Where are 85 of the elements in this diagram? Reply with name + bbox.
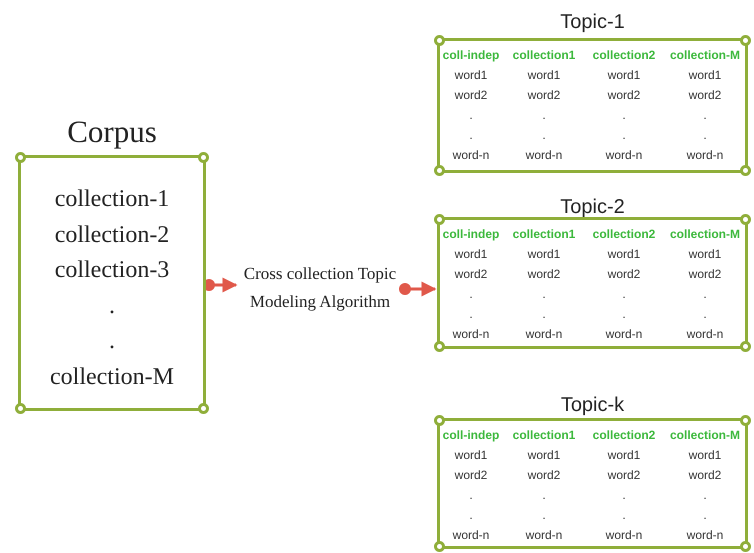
word-cell-text: word1 — [606, 447, 642, 464]
collection-label: collection-3 — [54, 256, 170, 285]
word-cell-text: word1 — [688, 246, 722, 263]
word-cell-text: . — [468, 487, 474, 504]
word-cell-text: . — [702, 286, 708, 303]
word-cell-text: . — [702, 306, 708, 323]
word-cell-text: word1 — [526, 246, 562, 263]
word-cell-text: word1 — [454, 246, 488, 263]
collection-label: collection-2 — [54, 220, 170, 250]
word-cell-text: word-n — [524, 147, 564, 164]
collection-label: . — [108, 292, 116, 320]
word-cell-text: word-n — [452, 147, 490, 164]
word-cell-text: . — [541, 507, 547, 524]
column-header: collection1 — [512, 47, 576, 64]
collection-label: collection-1 — [54, 185, 170, 214]
word-cell-text: word1 — [526, 447, 562, 464]
column-header: collection-M — [668, 47, 741, 64]
word-cell-text: word2 — [606, 467, 642, 484]
word-cell-text: word1 — [526, 67, 562, 84]
word-cell-text: word1 — [688, 447, 722, 464]
word-cell-text: word-n — [604, 147, 644, 164]
word-cell-text: . — [702, 127, 708, 144]
box-title: Topic-1 — [559, 10, 626, 35]
word-cell-text: word-n — [686, 326, 724, 343]
word-cell-text: word2 — [606, 87, 642, 104]
word-cell-text: word-n — [524, 326, 564, 343]
word-cell-text: word2 — [526, 266, 562, 283]
word-cell-text: . — [621, 306, 627, 323]
word-cell-text: word2 — [526, 87, 562, 104]
column-header: coll-indep — [442, 427, 500, 444]
column-header: collection1 — [512, 226, 576, 243]
word-cell-text: word1 — [606, 67, 642, 84]
word-cell-text: word1 — [454, 67, 488, 84]
word-cell-text: . — [702, 507, 708, 524]
word-cell-text: . — [621, 507, 627, 524]
word-cell-text: . — [541, 107, 547, 124]
word-cell-text: . — [621, 127, 627, 144]
word-cell-text: . — [621, 487, 627, 504]
box-title: Topic-2 — [559, 195, 626, 220]
word-cell-text: word-n — [524, 527, 564, 544]
column-header: collection-M — [668, 427, 741, 444]
word-cell-text: . — [541, 286, 547, 303]
word-cell-text: . — [541, 127, 547, 144]
word-cell-text: . — [468, 306, 474, 323]
column-header: coll-indep — [442, 47, 500, 64]
word-cell-text: word-n — [452, 326, 490, 343]
word-cell-text: word2 — [454, 87, 488, 104]
box-title: Corpus — [66, 113, 158, 151]
arrow — [203, 278, 238, 292]
collection-label: collection-M — [49, 362, 175, 392]
word-cell-text: word2 — [454, 467, 488, 484]
word-cell-text: . — [468, 507, 474, 524]
arrow — [399, 282, 436, 296]
word-cell-text: word-n — [452, 527, 490, 544]
word-cell-text: word1 — [688, 67, 722, 84]
word-cell-text: word2 — [688, 266, 722, 283]
word-cell-text: . — [702, 107, 708, 124]
column-header: collection2 — [592, 47, 656, 64]
word-cell-text: word2 — [688, 87, 722, 104]
word-cell-text: . — [702, 487, 708, 504]
word-cell-text: word-n — [686, 527, 724, 544]
word-cell-text: word2 — [454, 266, 488, 283]
column-header: collection2 — [592, 226, 656, 243]
column-header: coll-indep — [442, 226, 500, 243]
word-cell-text: . — [468, 127, 474, 144]
collection-label: . — [108, 327, 116, 356]
word-cell-text: . — [621, 286, 627, 303]
box-title: Topic-k — [560, 393, 626, 418]
word-cell-text: word1 — [606, 246, 642, 263]
algorithm-label: Cross collection Topic Modeling Algorithm — [238, 246, 402, 330]
word-cell-text: word1 — [454, 447, 488, 464]
word-cell-text: word2 — [606, 266, 642, 283]
word-cell-text: . — [541, 306, 547, 323]
word-cell-text: word-n — [604, 326, 644, 343]
word-cell-text: word2 — [526, 467, 562, 484]
word-cell-text: . — [621, 107, 627, 124]
word-cell-text: . — [468, 286, 474, 303]
word-cell-text: . — [541, 487, 547, 504]
word-cell-text: word-n — [686, 147, 724, 164]
word-cell-text: word-n — [604, 527, 644, 544]
column-header: collection1 — [512, 427, 576, 444]
word-cell-text: word2 — [688, 467, 722, 484]
column-header: collection-M — [668, 226, 741, 243]
column-header: collection2 — [592, 427, 656, 444]
word-cell-text: . — [468, 107, 474, 124]
